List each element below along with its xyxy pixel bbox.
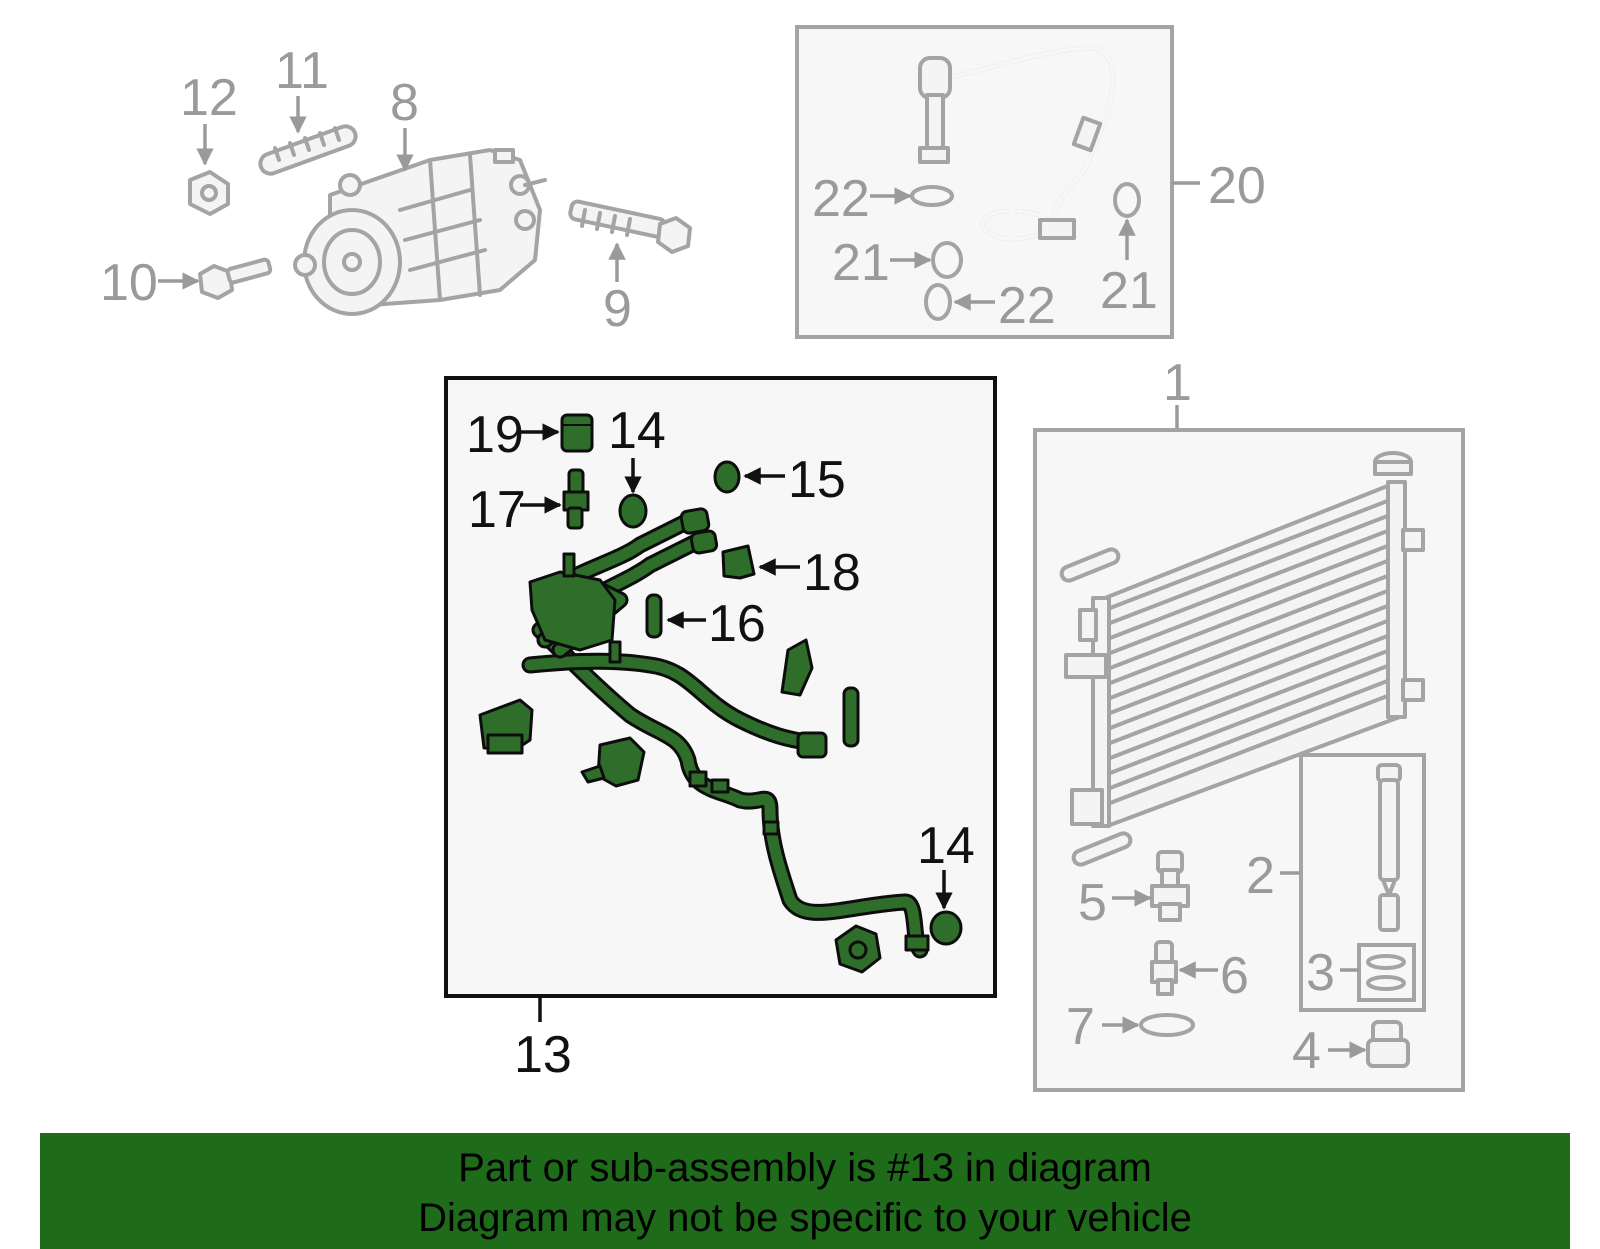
group-20-box: 22 21 22 21 20 [795, 25, 1266, 339]
part-4-cap[interactable] [1366, 1020, 1410, 1068]
label-19: 19 [466, 406, 524, 464]
part-16-pin[interactable] [645, 593, 663, 639]
label-5: 5 [1078, 874, 1107, 932]
part-10-bolt[interactable] [198, 257, 273, 300]
label-21b: 21 [1100, 262, 1158, 320]
notice-line-2: Diagram may not be specific to your vehi… [418, 1196, 1192, 1240]
part-13-bracket-mid[interactable] [580, 736, 646, 788]
label-10: 10 [100, 254, 158, 312]
part-8-compressor[interactable] [293, 148, 547, 316]
label-13: 13 [514, 1026, 572, 1084]
part-11-stud[interactable] [258, 124, 359, 177]
notice-banner: Part or sub-assembly is #13 in diagram D… [40, 1133, 1570, 1249]
label-21a: 21 [832, 234, 890, 292]
part-13-pin-right[interactable] [842, 686, 860, 748]
label-1: 1 [1163, 354, 1192, 412]
part-14-seal-b[interactable] [929, 910, 963, 946]
part-9-bolt[interactable] [568, 199, 692, 254]
label-22a: 22 [812, 170, 870, 228]
part-14-seal-a[interactable] [618, 493, 648, 529]
notice-line-1: Part or sub-assembly is #13 in diagram [458, 1146, 1152, 1190]
label-6: 6 [1220, 947, 1249, 1005]
label-14a: 14 [608, 402, 666, 460]
label-18: 18 [803, 544, 861, 602]
label-20: 20 [1208, 157, 1266, 215]
part-22-oring-a[interactable] [910, 185, 954, 207]
part-13-bracket-left[interactable] [478, 698, 534, 755]
label-4: 4 [1292, 1022, 1321, 1080]
part-1-condenser[interactable] [1059, 451, 1425, 867]
label-16: 16 [708, 595, 766, 653]
part-12-nut[interactable] [188, 170, 230, 216]
label-22b: 22 [998, 277, 1056, 335]
part-17-valve-core[interactable] [562, 468, 590, 530]
part-21-oring-b[interactable] [1113, 182, 1141, 218]
label-12: 12 [180, 69, 238, 127]
label-7: 7 [1066, 998, 1095, 1056]
part-15-seal[interactable] [713, 460, 741, 494]
part-20-hose[interactable] [918, 45, 1115, 242]
part-5-fitting[interactable] [1150, 850, 1190, 922]
compressor-group: 12 11 8 9 [100, 42, 692, 338]
part-13-clip-right[interactable] [780, 638, 814, 697]
part-2-desiccant[interactable] [1376, 763, 1402, 932]
label-8: 8 [390, 74, 419, 132]
label-17: 17 [468, 481, 526, 539]
part-3-seal-kit[interactable] [1357, 943, 1416, 1002]
label-11: 11 [275, 42, 329, 100]
part-21-oring-a[interactable] [931, 241, 963, 279]
part-13-hose-assembly[interactable] [521, 507, 930, 974]
label-2: 2 [1246, 847, 1275, 905]
label-15: 15 [788, 451, 846, 509]
part-6-valve[interactable] [1150, 940, 1178, 996]
part-22-oring-b[interactable] [924, 283, 952, 321]
part-19-cap[interactable] [560, 413, 594, 453]
part-18-clip[interactable] [721, 544, 756, 580]
label-3: 3 [1306, 944, 1335, 1002]
group-13-box: 19 17 14 15 18 16 [444, 376, 997, 1084]
group-1-box: 1 5 [1033, 354, 1465, 1092]
part-7-oring[interactable] [1139, 1013, 1195, 1037]
label-14b: 14 [917, 817, 975, 875]
label-9: 9 [603, 280, 632, 338]
